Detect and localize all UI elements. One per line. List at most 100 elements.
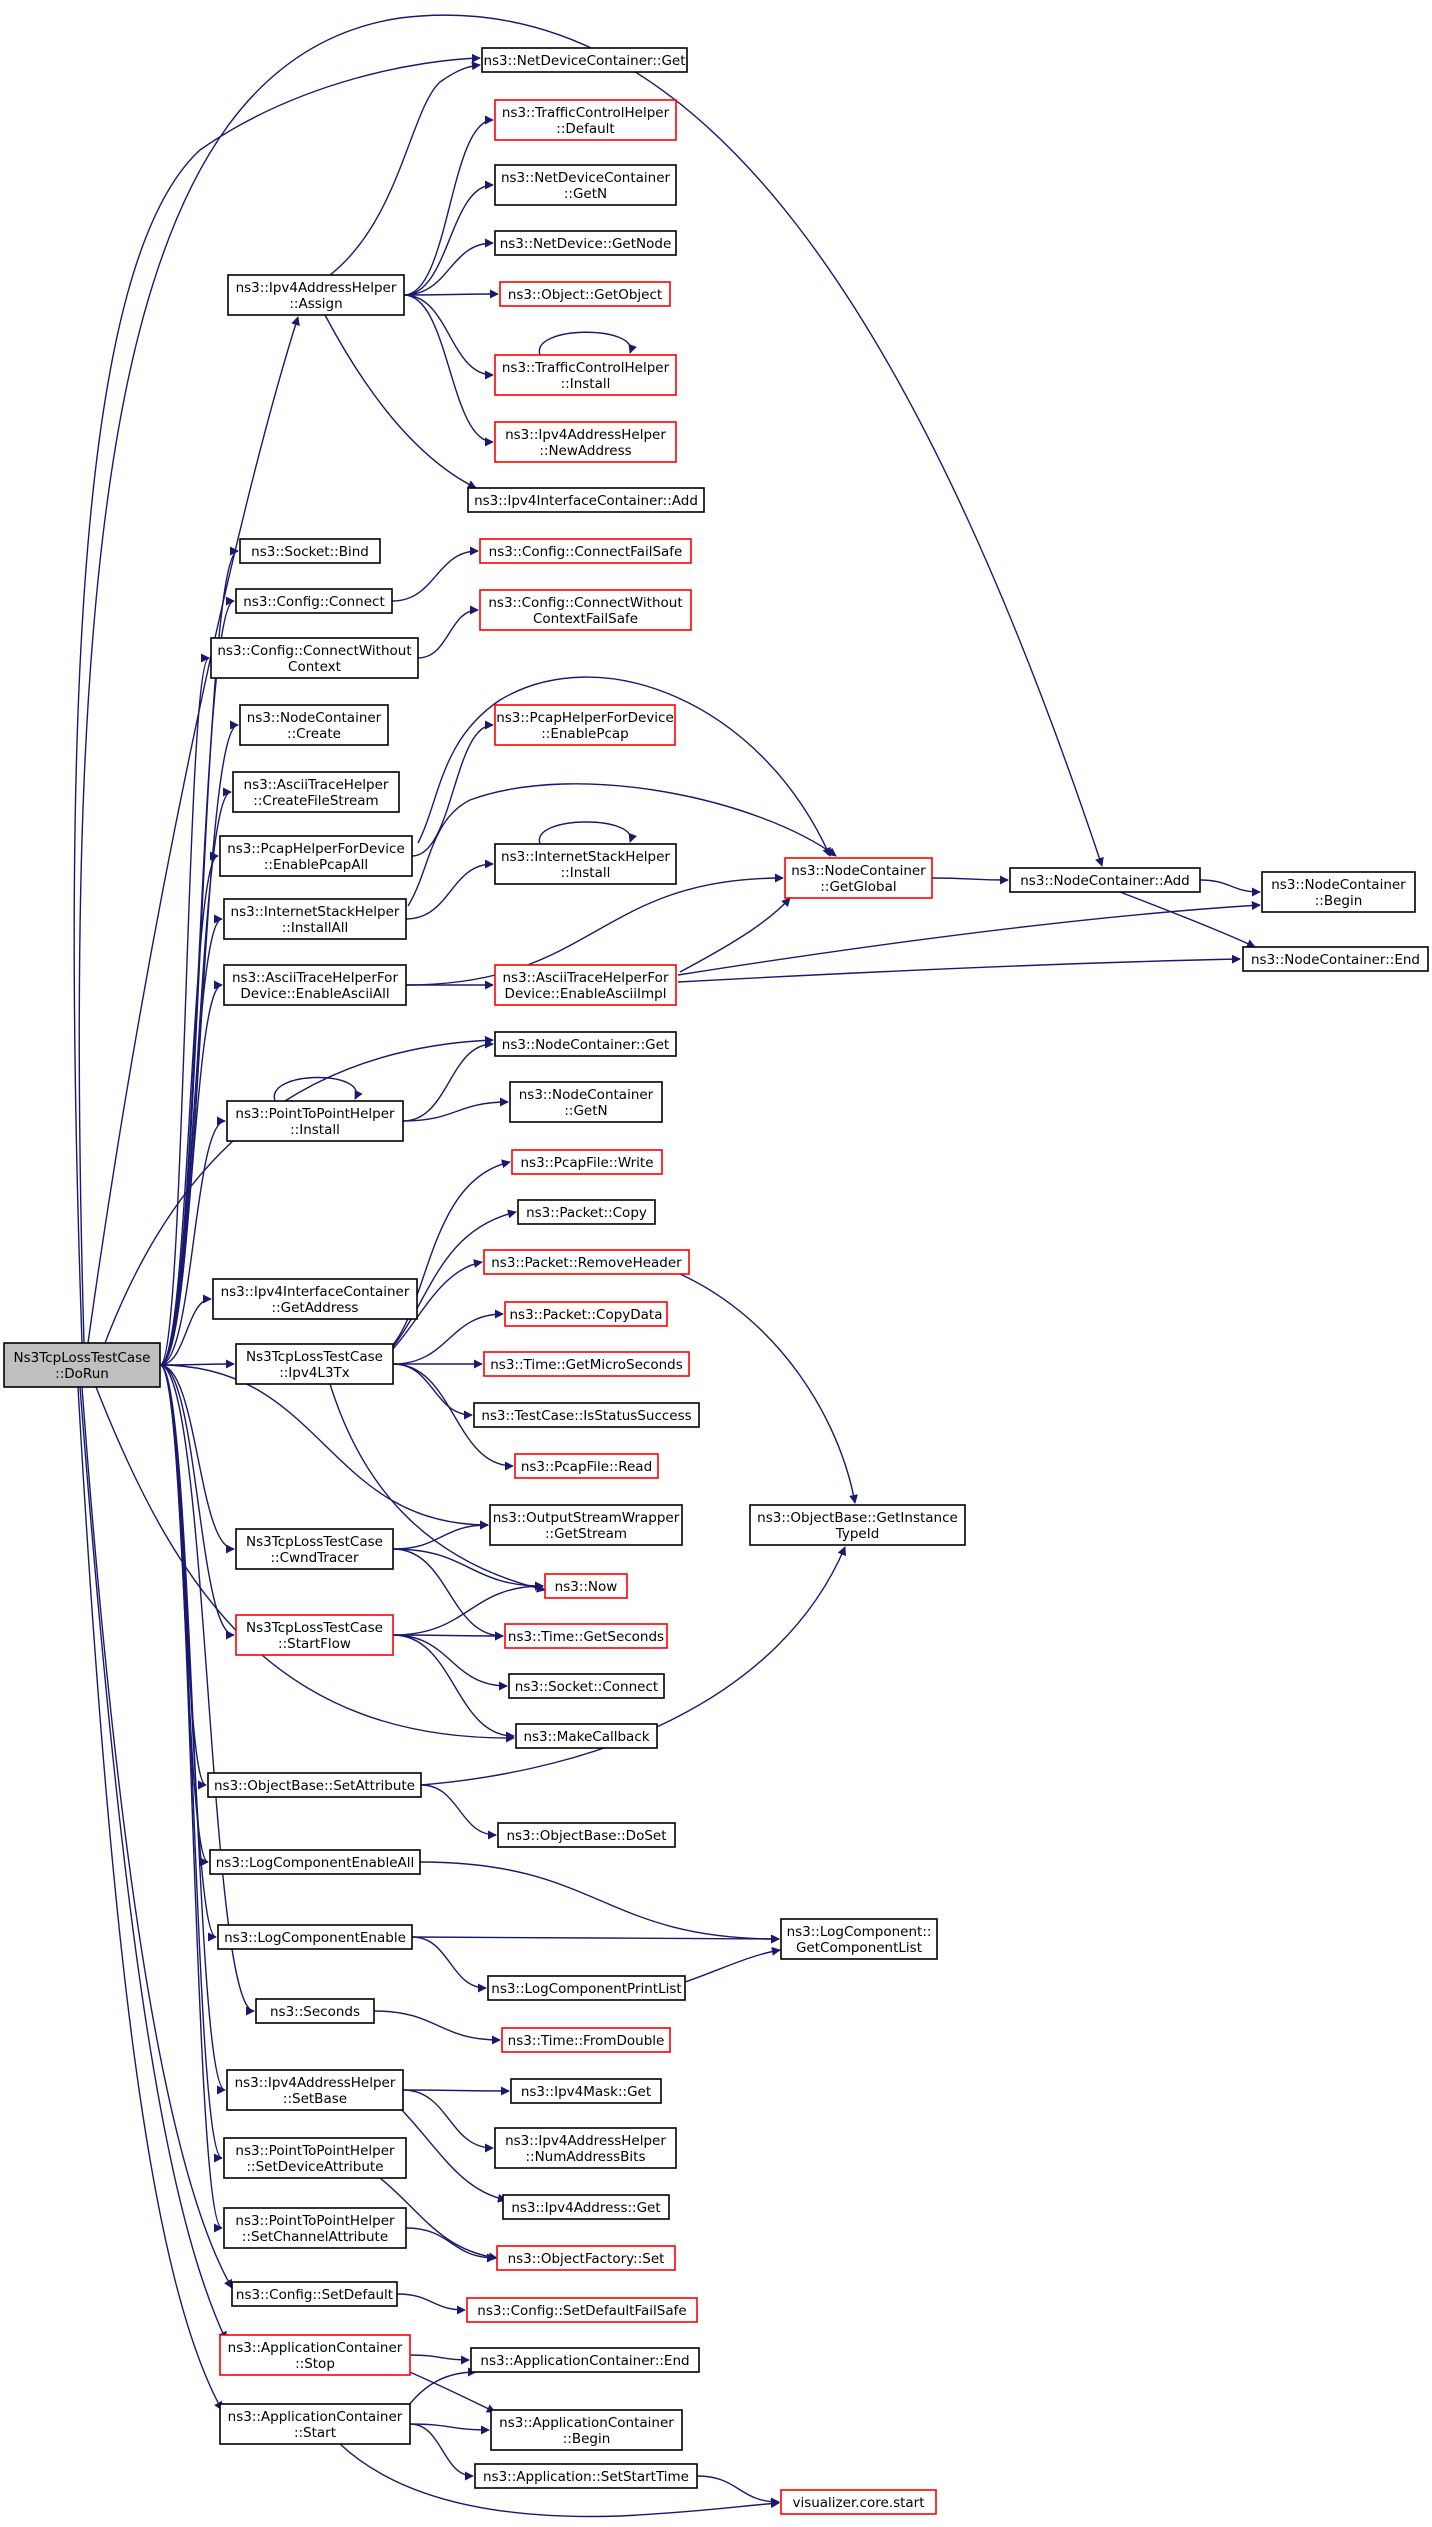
node-logcomponent-getcomponentlist[interactable]: ns3::LogComponent::GetComponentList (780, 1918, 938, 1960)
node-box[interactable] (489, 1504, 683, 1546)
node-objectfactory-set[interactable]: ns3::ObjectFactory::Set (496, 2245, 676, 2271)
node-pcapfile-read[interactable]: ns3::PcapFile::Read (514, 1453, 659, 1479)
node-pcapfile-write[interactable]: ns3::PcapFile::Write (511, 1149, 663, 1175)
node-box[interactable] (483, 1351, 690, 1377)
node-nc-end[interactable]: ns3::NodeContainer::End (1242, 946, 1429, 972)
node-box[interactable] (494, 354, 677, 396)
node-p2ph-setdeviceattribute[interactable]: ns3::PointToPointHelper::SetDeviceAttrib… (223, 2137, 407, 2179)
node-config-connect[interactable]: ns3::Config::Connect (235, 588, 393, 614)
node-box[interactable] (494, 421, 677, 463)
node-now[interactable]: ns3::Now (544, 1573, 628, 1599)
node-box[interactable] (509, 1081, 663, 1123)
node-nc-getglobal[interactable]: ns3::NodeContainer::GetGlobal (784, 857, 933, 899)
node-ipv4address-get[interactable]: ns3::Ipv4Address::Get (502, 2194, 670, 2220)
node-box[interactable] (223, 2137, 407, 2179)
node-box[interactable] (1261, 871, 1416, 913)
node-nc-add[interactable]: ns3::NodeContainer::Add (1009, 867, 1201, 893)
node-osw-getstream[interactable]: ns3::OutputStreamWrapper::GetStream (489, 1504, 683, 1546)
node-box[interactable] (235, 1614, 394, 1656)
node-box[interactable] (1242, 946, 1429, 972)
node-box[interactable] (494, 964, 677, 1006)
node-box[interactable] (217, 1924, 413, 1950)
node-box[interactable] (223, 2207, 407, 2249)
node-box[interactable] (3, 1342, 161, 1388)
node-box[interactable] (210, 637, 419, 679)
node-objectbase-setattribute[interactable]: ns3::ObjectBase::SetAttribute (207, 1772, 422, 1798)
node-logcomponentenable[interactable]: ns3::LogComponentEnable (217, 1924, 413, 1950)
node-packet-copy[interactable]: ns3::Packet::Copy (517, 1199, 656, 1225)
node-box[interactable] (497, 1822, 676, 1848)
node-box[interactable] (780, 1918, 938, 1960)
node-box[interactable] (239, 704, 389, 746)
node-box[interactable] (494, 704, 676, 746)
node-ish-install[interactable]: ns3::InternetStackHelper::Install (494, 843, 677, 885)
node-nc-getn[interactable]: ns3::NodeContainer::GetN (509, 1081, 663, 1123)
node-box[interactable] (494, 843, 677, 885)
node-config-setdefault[interactable]: ns3::Config::SetDefault (231, 2281, 398, 2307)
node-box[interactable] (219, 2334, 411, 2376)
node-root[interactable]: Ns3TcpLossTestCase::DoRun (3, 1342, 161, 1388)
node-appcontainer-end[interactable]: ns3::ApplicationContainer::End (470, 2347, 700, 2373)
node-socket-connect[interactable]: ns3::Socket::Connect (508, 1673, 665, 1699)
node-box[interactable] (473, 1402, 700, 1428)
node-tch-default[interactable]: ns3::TrafficControlHelper::Default (494, 99, 677, 141)
node-box[interactable] (255, 1998, 375, 2024)
node-packet-copydata[interactable]: ns3::Packet::CopyData (504, 1301, 668, 1327)
node-box[interactable] (219, 835, 413, 877)
node-time-getseconds[interactable]: ns3::Time::GetSeconds (504, 1623, 668, 1649)
node-box[interactable] (508, 1673, 665, 1699)
node-ipv4mask-get[interactable]: ns3::Ipv4Mask::Get (510, 2078, 662, 2104)
node-tch-install[interactable]: ns3::TrafficControlHelper::Install (494, 354, 677, 396)
node-box[interactable] (517, 1199, 656, 1225)
node-box[interactable] (504, 1301, 668, 1327)
node-appcontainer-begin[interactable]: ns3::ApplicationContainer::Begin (490, 2409, 683, 2451)
node-box[interactable] (499, 281, 671, 307)
node-box[interactable] (510, 2078, 662, 2104)
node-ish-installall[interactable]: ns3::InternetStackHelper::InstallAll (223, 898, 407, 940)
node-box[interactable] (494, 99, 677, 141)
node-box[interactable] (207, 1772, 422, 1798)
node-nc-get[interactable]: ns3::NodeContainer::Get (494, 1031, 677, 1057)
node-obj-getobject[interactable]: ns3::Object::GetObject (499, 281, 671, 307)
node-box[interactable] (223, 964, 407, 1006)
node-box[interactable] (219, 2403, 411, 2445)
node-config-connectfailsafe[interactable]: ns3::Config::ConnectFailSafe (479, 538, 692, 564)
node-seconds[interactable]: ns3::Seconds (255, 1998, 375, 2024)
node-box[interactable] (494, 2127, 677, 2169)
node-visualizer-core-start[interactable]: visualizer.core.start (780, 2489, 937, 2515)
node-box[interactable] (212, 1278, 418, 1320)
node-box[interactable] (494, 230, 677, 256)
node-nc-create[interactable]: ns3::NodeContainer::Create (239, 704, 389, 746)
node-ndc-getn[interactable]: ns3::NetDeviceContainer::GetN (494, 164, 677, 206)
node-ndc-get[interactable]: ns3::NetDeviceContainer::Get (481, 47, 688, 73)
node-box[interactable] (239, 538, 381, 564)
node-box[interactable] (481, 47, 688, 73)
node-athfd-enableasciiall[interactable]: ns3::AsciiTraceHelperForDevice::EnableAs… (223, 964, 407, 1006)
node-box[interactable] (511, 1149, 663, 1175)
node-p2ph-setchannelattribute[interactable]: ns3::PointToPointHelper::SetChannelAttri… (223, 2207, 407, 2249)
node-box[interactable] (479, 589, 692, 631)
node-phfd-enablepcapall[interactable]: ns3::PcapHelperForDevice::EnablePcapAll (219, 835, 413, 877)
node-makecallback[interactable]: ns3::MakeCallback (515, 1723, 658, 1749)
node-tltc-startflow[interactable]: Ns3TcpLossTestCase::StartFlow (235, 1614, 394, 1656)
node-box[interactable] (490, 2409, 683, 2451)
node-p2ph-install[interactable]: ns3::PointToPointHelper::Install (226, 1100, 404, 1142)
node-appcontainer-stop[interactable]: ns3::ApplicationContainer::Stop (219, 2334, 411, 2376)
node-box[interactable] (227, 274, 405, 316)
node-application-setstarttime[interactable]: ns3::Application::SetStartTime (474, 2463, 698, 2489)
node-box[interactable] (487, 1975, 686, 2001)
node-ipv4ic-add[interactable]: ns3::Ipv4InterfaceContainer::Add (467, 487, 705, 513)
node-box[interactable] (483, 1249, 690, 1275)
node-box[interactable] (235, 588, 393, 614)
node-box[interactable] (501, 2027, 671, 2053)
node-tltc-cwndtracer[interactable]: Ns3TcpLossTestCase::CwndTracer (235, 1528, 394, 1570)
node-ipv4ah-assign[interactable]: ns3::Ipv4AddressHelper::Assign (227, 274, 405, 316)
node-ath-createfilestream[interactable]: ns3::AsciiTraceHelper::CreateFileStream (232, 771, 400, 813)
node-time-fromdouble[interactable]: ns3::Time::FromDouble (501, 2027, 671, 2053)
node-box[interactable] (494, 1031, 677, 1057)
node-tltc-ipv4l3tx[interactable]: Ns3TcpLossTestCase::Ipv4L3Tx (235, 1343, 394, 1385)
node-appcontainer-start[interactable]: ns3::ApplicationContainer::Start (219, 2403, 411, 2445)
node-logcomponentprintlist[interactable]: ns3::LogComponentPrintList (487, 1975, 686, 2001)
